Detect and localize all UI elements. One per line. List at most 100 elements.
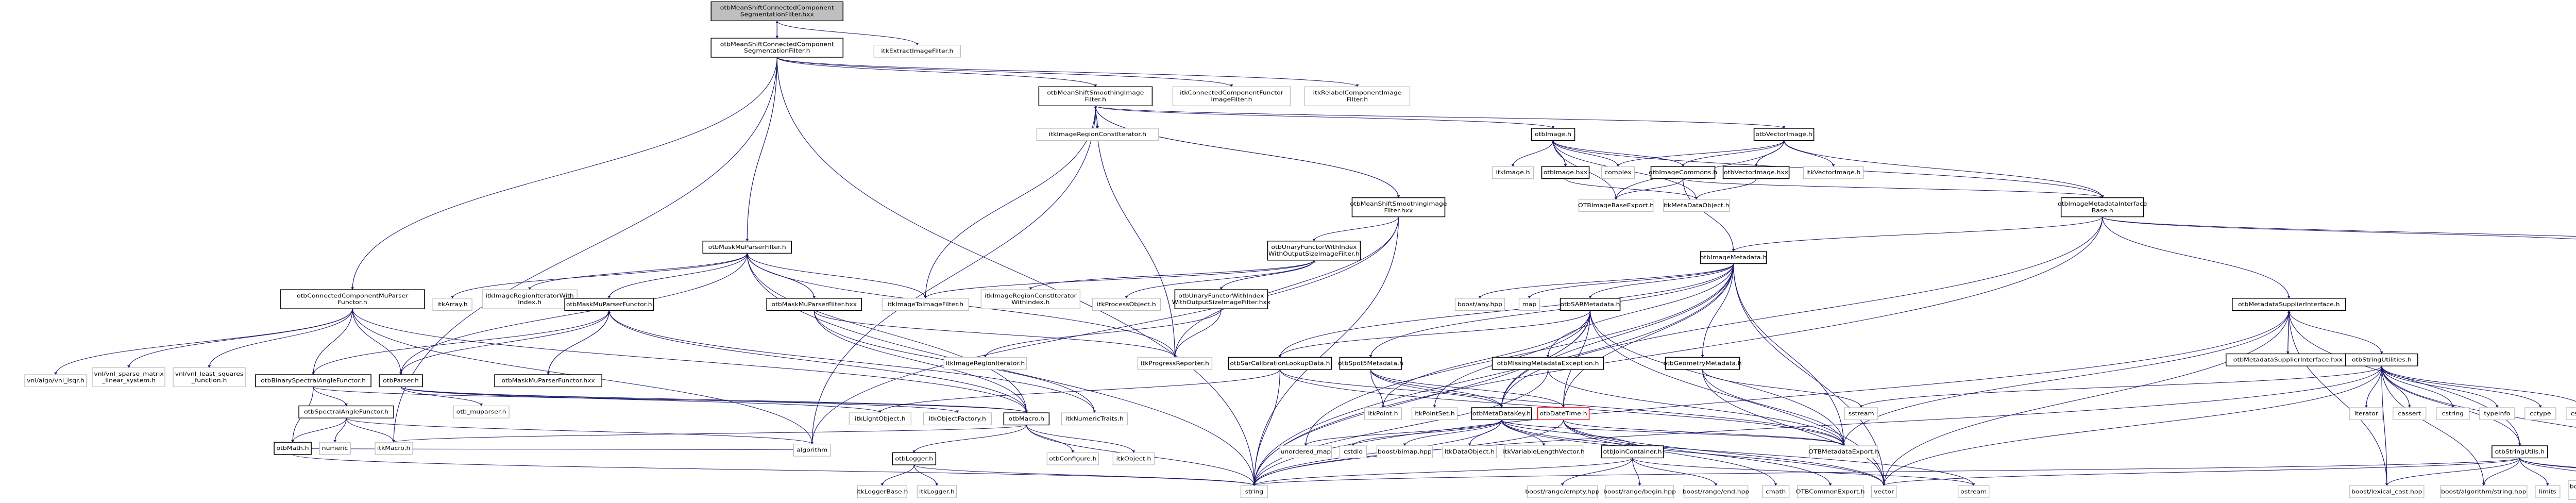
node-itkObjectFactory: itkObjectFactory.h — [923, 412, 992, 426]
node-mmpfhxx[interactable]: otbMaskMuParserFilter.hxx — [766, 298, 862, 311]
node-itkVectorImage: itkVectorImage.h — [1803, 166, 1864, 179]
node-otbImagehxx[interactable]: otbImage.hxx — [1541, 166, 1590, 179]
node-otbImageCommons[interactable]: otbImageCommons.h — [1649, 166, 1717, 179]
edge-otbMacro-to-otbConfigure — [1026, 425, 1075, 453]
node-mdsi[interactable]: otbMetadataSupplierInterface.h — [2231, 298, 2346, 311]
edge-imd-to-sarmd — [1588, 263, 1734, 299]
node-unfhxx[interactable]: otbUnaryFunctorWithIndexWithOutputSizeIm… — [1172, 289, 1271, 309]
node-label: ImageFilter.h — [1211, 96, 1252, 103]
node-sarmd[interactable]: otbSARMetadata.h — [1560, 298, 1621, 311]
node-datetime: otbDateTime.h — [1537, 407, 1590, 421]
edge-geom-to-mdexport — [1702, 369, 1845, 446]
edge-mshxx-to-unf — [1312, 216, 1399, 242]
node-spot5[interactable]: otbSpot5Metadata.h — [1338, 357, 1403, 370]
node-box — [980, 289, 1081, 309]
node-strutils[interactable]: otbStringUtils.h — [2492, 445, 2548, 459]
edge-strutil-to-cstring — [2381, 366, 2454, 408]
node-label: itkImage.h — [1496, 169, 1530, 176]
node-label: boost/lexical_cast.hpp — [2351, 488, 2422, 495]
edge-mdsi-to-string — [1252, 310, 2290, 486]
node-bsaf[interactable]: otbBinarySpectralAngleFunctor.h — [255, 374, 371, 388]
node-mdsihxx[interactable]: otbMetadataSupplierInterface.hxx — [2225, 353, 2350, 366]
edge-parser-to-itkLightObject — [400, 387, 882, 413]
edge-parser-to-otbMacro — [400, 387, 1028, 413]
node-label: cmath — [1766, 488, 1786, 495]
node-box — [1174, 289, 1268, 309]
node-label: otbMeanShiftConnectedComponent — [720, 41, 835, 47]
node-box — [882, 298, 970, 311]
edge-mdkey-to-joinc — [1501, 420, 1634, 446]
node-label: otbUnaryFunctorWithIndex — [1178, 292, 1264, 299]
node-mmpfunctorhxx[interactable]: otbMaskMuParserFunctor.hxx — [494, 374, 603, 388]
node-box — [2060, 197, 2144, 217]
node-cassert: cassert — [2393, 407, 2427, 421]
node-label: itkProcessObject.h — [1097, 301, 1156, 308]
node-box — [1722, 166, 1790, 179]
node-label: otbMeanShiftConnectedComponent — [720, 5, 835, 11]
node-geom[interactable]: otbGeometryMetadata.h — [1663, 357, 1742, 370]
edge-imd-to-sarcal — [1278, 263, 1734, 358]
node-label: itkDataObject.h — [1445, 448, 1495, 455]
node-box — [1541, 166, 1590, 179]
node-label: itkVariableLengthVector.h — [1503, 448, 1585, 455]
edge-spot5-to-mdexport — [1370, 369, 1845, 446]
node-string: string — [1240, 485, 1268, 498]
node-mmpf[interactable]: otbMaskMuParserFilter.h — [702, 241, 792, 254]
node-sam[interactable]: otbSpectralAngleFunctor.h — [298, 405, 394, 418]
edge-imdib-to-itkImageBase — [2102, 216, 2576, 237]
node-mdkey[interactable]: otbMetaDataKey.h — [1471, 407, 1532, 421]
node-label: otbVectorImage.hxx — [1724, 169, 1788, 176]
node-box — [1454, 298, 1505, 311]
node-sarcal[interactable]: otbSarCalibrationLookupData.h — [1228, 357, 1332, 370]
edge-datetime-to-commonexport — [1563, 420, 1832, 486]
node-otbVectorImagehxx[interactable]: otbVectorImage.hxx — [1722, 166, 1790, 179]
node-box — [2440, 485, 2528, 498]
node-label: boost/range/end.hpp — [1683, 488, 1750, 495]
node-layer: otbMeanShiftConnectedComponentSegmentati… — [24, 1, 2576, 500]
edge-datetime-to-cmath — [1563, 420, 1777, 486]
node-label: itkProgressReporter.h — [1141, 360, 1209, 366]
node-label: otbMaskMuParserFunctor.hxx — [501, 377, 595, 384]
node-unf[interactable]: otbUnaryFunctorWithIndexWithOutputSizeIm… — [1267, 241, 1361, 261]
node-mmpfunctor[interactable]: otbMaskMuParserFunctor.h — [564, 298, 654, 311]
node-label: Filter.hxx — [1384, 207, 1413, 214]
node-box — [702, 241, 792, 254]
node-itkPoint: itkPoint.h — [1364, 407, 1402, 421]
node-strutil[interactable]: otbStringUtilities.h — [2345, 353, 2418, 366]
node-box — [1411, 407, 1458, 421]
node-box — [1339, 445, 1367, 459]
edge-sam-to-numeric — [333, 418, 347, 443]
node-otbMath[interactable]: otbMath.h — [274, 442, 312, 455]
edge-mss-to-itkProgressReporter — [1095, 106, 1177, 358]
edge-mmpf-to-itkIRIWI — [528, 253, 748, 290]
edge-root-to-itkExtract — [776, 21, 919, 46]
node-otbLogger[interactable]: otbLogger.h — [892, 452, 937, 465]
node-otbVectorImage[interactable]: otbVectorImage.h — [1753, 128, 1815, 141]
node-itkLoggerBase: itkLoggerBase.h — [856, 485, 908, 498]
node-label: vnl/algo/vnl_lsqr.h — [27, 377, 84, 384]
edge-mmpfunctorhxx-to-mmpfunctor — [548, 310, 611, 375]
node-label: otbUnaryFunctorWithIndex — [1271, 244, 1357, 250]
node-mscc[interactable]: otbMeanShiftConnectedComponentSegmentati… — [710, 38, 844, 58]
node-label: cctype — [2530, 410, 2551, 417]
node-label: otbMetadataSupplierInterface.h — [2238, 301, 2340, 308]
node-parser[interactable]: otbParser.h — [379, 374, 423, 388]
node-mme[interactable]: otbMissingMetadataException.h — [1492, 357, 1604, 370]
node-imd[interactable]: otbImageMetadata.h — [1700, 251, 1767, 264]
node-otbImage[interactable]: otbImage.h — [1531, 128, 1575, 141]
node-box — [2492, 445, 2548, 459]
node-otbMacro[interactable]: otbMacro.h — [1003, 412, 1050, 426]
edge-otbImage-to-complex — [1552, 140, 1620, 167]
node-box — [1492, 357, 1604, 370]
edge-ccmpf-to-vnlsparse — [127, 309, 353, 368]
node-label: otbMaskMuParserFilter.hxx — [771, 301, 857, 308]
node-joinc[interactable]: otbJoinContainer.h — [1601, 445, 1664, 459]
edge-mshxx-to-itkProgressReporter — [1173, 216, 1399, 358]
